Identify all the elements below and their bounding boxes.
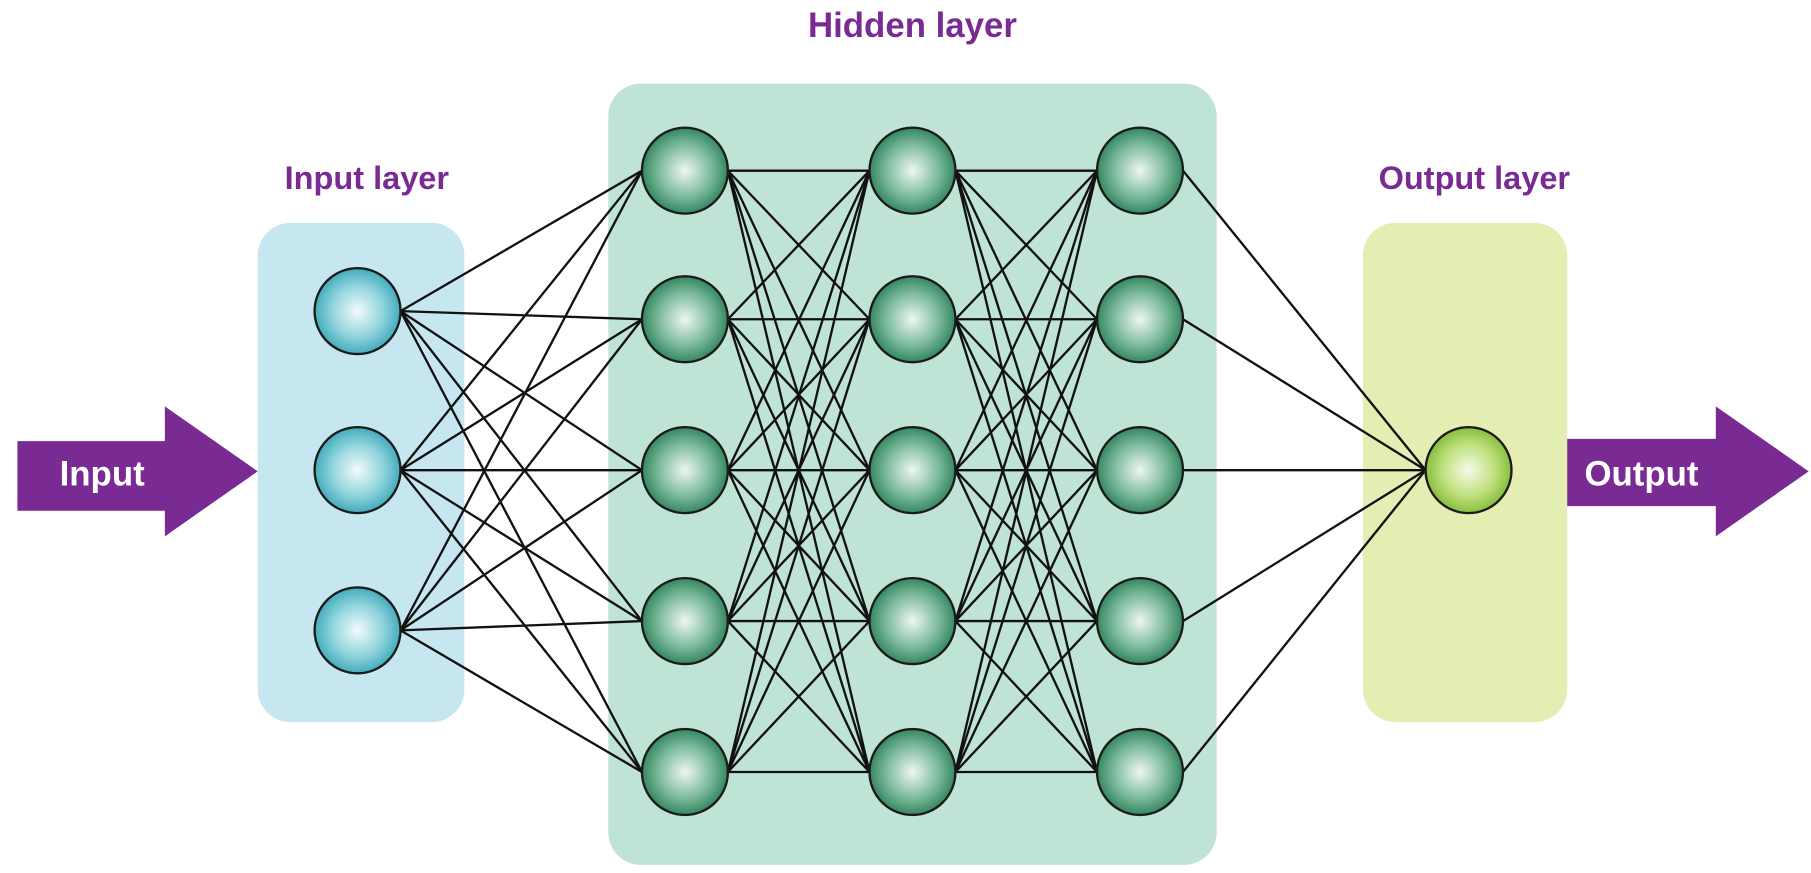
connection-line (400, 309, 643, 321)
input-neuron (313, 267, 402, 356)
neurons (313, 126, 1513, 817)
input-neuron (313, 426, 402, 515)
hidden-2-neuron (868, 576, 957, 666)
connection-line (1182, 469, 1427, 623)
hidden-2-neuron (868, 426, 957, 515)
connection-line (399, 310, 644, 773)
output-layer-label: Output layer (1379, 160, 1571, 196)
hidden-1-neuron (640, 275, 730, 364)
hidden-1-neuron (640, 126, 730, 215)
connection-line (726, 170, 871, 773)
hidden-2-neuron (868, 275, 957, 364)
connection-line (399, 170, 644, 631)
input-arrow-label: Input (60, 454, 145, 493)
hidden-3-neuron (1095, 576, 1185, 666)
hidden-2-neuron (868, 727, 957, 817)
connection-line (954, 170, 1099, 622)
input-arrow-shape (17, 406, 258, 537)
connection-line (399, 318, 643, 632)
hidden-1-neuron (640, 576, 730, 666)
connection-line (399, 318, 643, 472)
connection-line (954, 620, 1098, 773)
hidden-1-neuron (640, 426, 730, 515)
connections (399, 169, 1427, 774)
connection-line (399, 310, 643, 472)
connection-line (399, 169, 643, 471)
hidden-layer-label: Hidden layer (808, 6, 1017, 45)
output-arrow-shape (1567, 406, 1809, 537)
connection-line (726, 469, 871, 773)
input-layer-label: Input layer (285, 160, 450, 196)
connection-line (726, 170, 871, 471)
connection-line (726, 318, 871, 773)
connection-line (399, 629, 643, 774)
connection-line (399, 469, 643, 773)
output-arrow-label: Output (1584, 454, 1698, 493)
connection-line (954, 469, 1099, 773)
connection-line (399, 469, 643, 623)
connection-line (1182, 318, 1427, 472)
connection-line (954, 169, 1098, 321)
connection-line (399, 169, 643, 313)
connection-line (954, 318, 1099, 773)
output-neuron (1424, 426, 1513, 515)
hidden-3-neuron (1095, 426, 1185, 515)
connection-line (726, 170, 871, 622)
connection-line (954, 170, 1099, 471)
hidden-3-neuron (1095, 126, 1185, 215)
hidden-2-neuron (868, 126, 957, 215)
input-neuron (313, 586, 402, 675)
connection-line (1182, 169, 1427, 471)
connection-line (1182, 469, 1427, 773)
connection-line (954, 170, 1099, 773)
connection-line (727, 620, 871, 773)
connection-line (399, 469, 643, 632)
hidden-3-neuron (1095, 727, 1185, 817)
hidden-1-neuron (640, 727, 730, 817)
connection-line (400, 619, 643, 632)
input-arrow: Input (17, 406, 258, 537)
output-arrow: Output (1567, 406, 1809, 537)
connection-line (399, 310, 643, 622)
connection-line (727, 169, 871, 321)
hidden-3-neuron (1095, 275, 1185, 364)
